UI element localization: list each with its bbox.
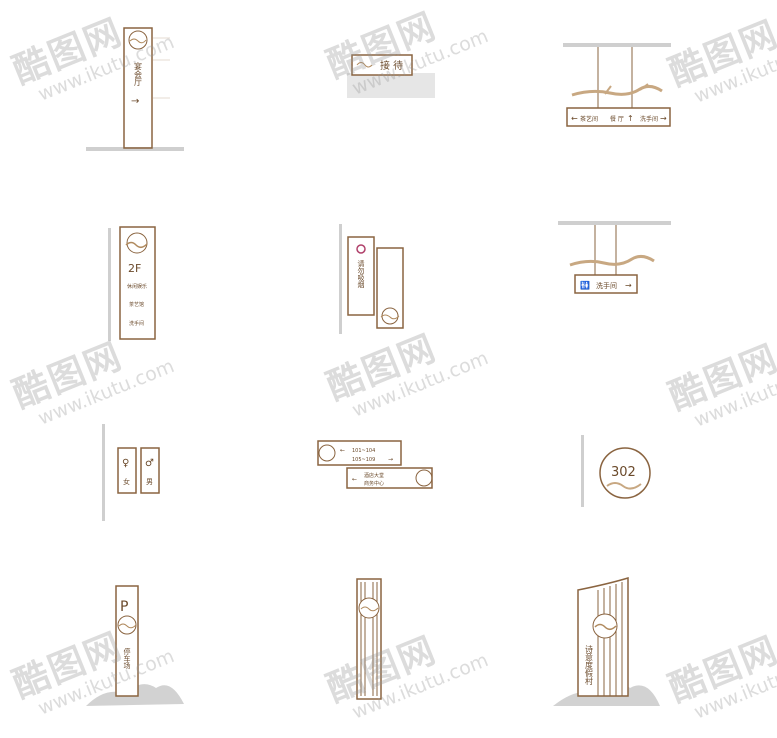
svg-text:←: ← [571,114,578,123]
reception-sign: 接 待 [347,54,435,98]
floor-line-1: 休闲娱乐 [127,283,147,290]
svg-text:♂: ♂ [145,458,154,469]
direction-tea: 茶艺间 [580,115,598,123]
restroom-label: 洗手间 [596,281,617,290]
svg-text:♀: ♀ [122,458,129,469]
parking-totem: P 停车场 [86,585,184,706]
male-label: 男 [146,478,153,486]
svg-text:←: ← [352,476,357,483]
lobby-label: 酒店大堂 [364,472,384,479]
room-direction-signs: ← 101~104 105~109 → ← 酒店大堂 商务中心 [317,440,433,489]
striped-totem [356,578,382,700]
floor-number: 2F [128,262,141,275]
hanging-restroom-sign: 🚻 洗手间 → [558,221,671,294]
floor-line-3: 洗手间 [129,320,144,327]
room-number-sign: 302 [581,435,651,507]
room-number: 302 [611,465,636,480]
business-center-label: 商务中心 [364,480,384,487]
rooms-105-109: 105~109 [352,457,375,463]
reception-title: 接 待 [380,59,403,72]
rooms-101-104: 101~104 [352,448,375,454]
svg-text:←: ← [340,447,345,454]
direction-dining: 餐 厅 [610,115,624,123]
parking-letter: P [120,599,128,615]
no-smoking-title: 请勿吸烟 [357,259,365,289]
female-label: 女 [123,477,130,486]
svg-text:↑: ↑ [627,114,634,123]
svg-text:→: → [660,114,667,123]
direction-restroom: 洗手间 [640,115,658,123]
banquet-title: 宴会厅 [134,61,143,86]
resort-totem: 诗意度假村 [553,576,660,706]
hanging-sign-directions: ← 茶艺间 餐 厅 ↑ 洗手间 → [563,43,671,127]
no-smoking-sign: 请勿吸烟 [339,224,404,334]
totem-sign-banquet: 宴会厅 → [86,27,184,151]
svg-text:🚻: 🚻 [580,280,590,290]
floor-line-2: 茶艺馆 [129,301,144,308]
svg-text:→: → [625,281,632,290]
resort-title: 诗意度假村 [585,644,594,685]
parking-label: 停车场 [123,647,131,670]
floor-directory-sign: 2F 休闲娱乐 茶艺馆 洗手间 [108,226,156,341]
gender-restroom-signs: ♀ 女 ♂ 男 [102,424,160,521]
banquet-arrow: → [131,96,139,107]
svg-text:→: → [388,456,393,463]
